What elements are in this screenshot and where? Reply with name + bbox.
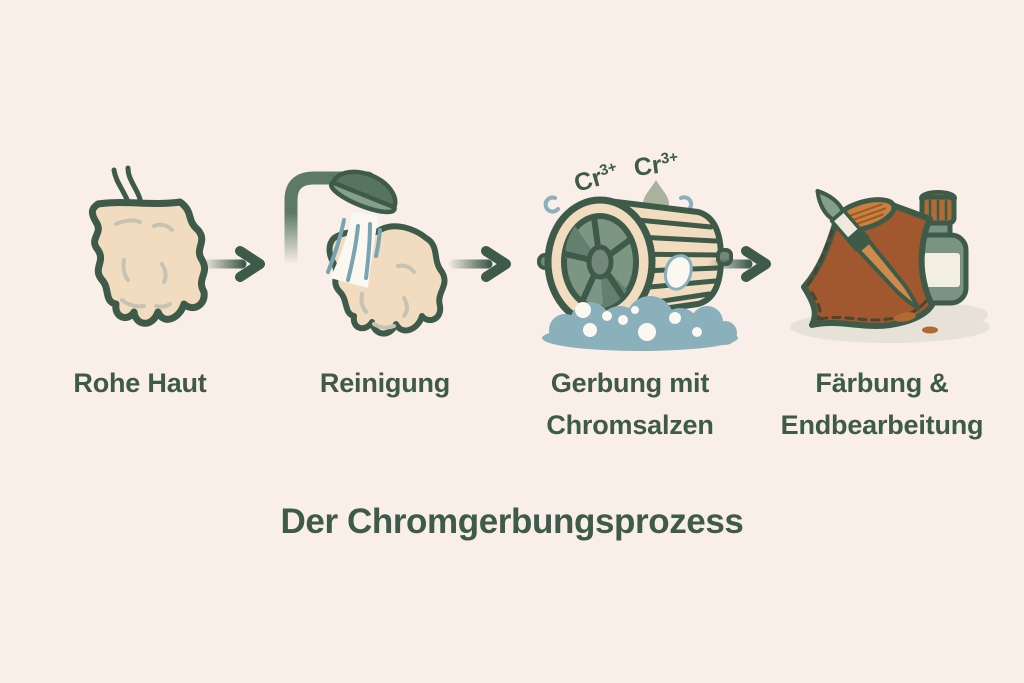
dye-bottle-icon [911,190,969,306]
chem-label: Cr3+ [571,158,622,197]
drum-face [537,196,656,328]
shower-head-icon [328,169,398,215]
dye-drop [922,326,938,334]
hide-wrinkles [114,218,174,309]
shower-icon [284,169,448,337]
brush-handle [856,239,921,311]
drum-hub [586,244,614,280]
arrow-icon [708,246,771,282]
tanning-drum-icon: Cr3+ Cr3+ [537,149,738,351]
step-label-line: Chromsalzen [546,410,714,440]
step-label-line: Rohe Haut [73,368,207,398]
paintbrush-icon [815,188,921,311]
hide-shape [88,198,209,327]
chem-label: Cr3+ [632,149,680,182]
step-label-reinigung: Reinigung [285,362,485,404]
water-lines [326,218,382,282]
shower-pipe [284,171,375,267]
step-label-rohe-haut: Rohe Haut [40,362,240,404]
foam [542,296,738,351]
water-splash [664,254,693,291]
foam-bubbles [575,302,702,341]
bottle-label [920,253,960,287]
step-label-faerbung: Färbung & Endbearbeitung [772,362,992,446]
raw-hide-icon [88,165,209,327]
step-label-line: Endbearbeitung [780,410,984,440]
dye-drop [894,312,916,322]
page-title: Der Chromgerbungsprozess [280,502,744,541]
arrow-icon [202,246,265,282]
step-label-line: Färbung & [815,368,949,398]
arrow-icon [448,246,511,282]
dyeing-finishing-icon [790,188,990,343]
step-label-line: Gerbung mit [550,368,710,398]
step-label-line: Reinigung [319,368,451,398]
